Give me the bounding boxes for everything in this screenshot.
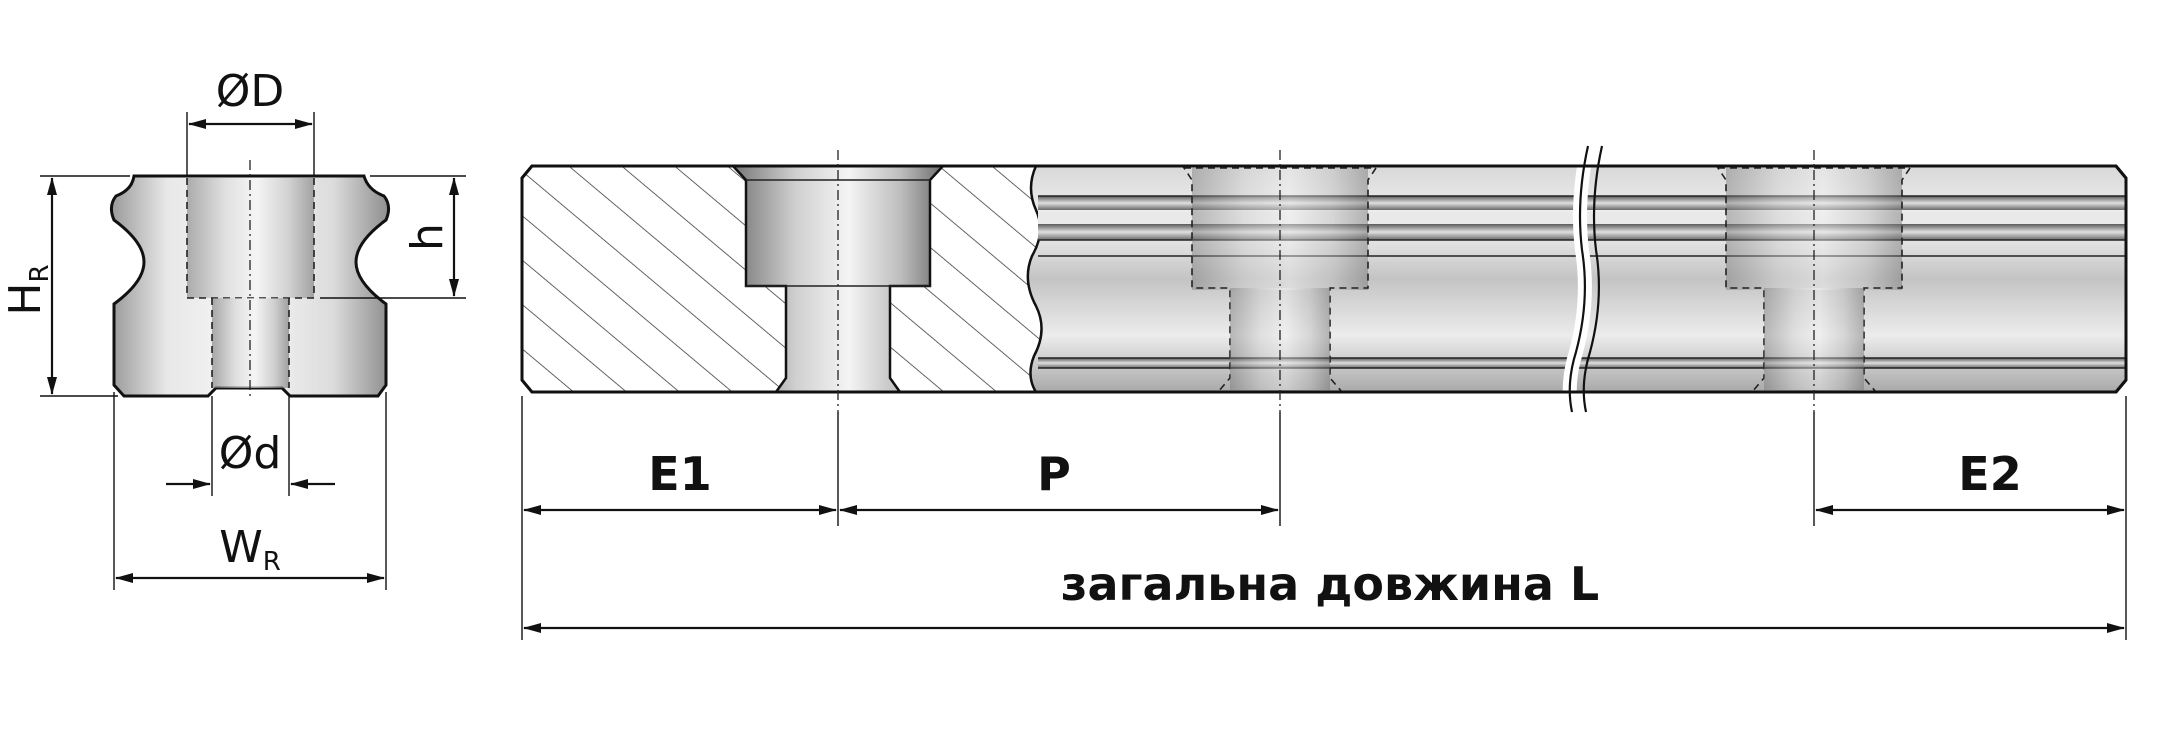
- rail-height-label: HR: [0, 264, 55, 315]
- pitch-label: P: [1037, 447, 1071, 501]
- rail-height-subscript: R: [25, 264, 55, 282]
- bore-large-diameter-label: ØD: [216, 66, 285, 117]
- break-symbol: [1562, 144, 1604, 414]
- total-length-label: загальна довжина L: [1061, 557, 1599, 611]
- rail-width-main: W: [219, 522, 263, 573]
- rail-cross-section: ØD Ød HR h WR: [0, 66, 466, 590]
- bore-depth-label: h: [402, 223, 453, 251]
- rail-width-label: WR: [219, 522, 281, 577]
- rail-width-subscript: R: [263, 547, 281, 577]
- rail-height-main: H: [0, 282, 51, 315]
- end-distance-2-label: E2: [1958, 447, 2021, 501]
- length-dimensions: E1 P E2 загальна довжина L: [521, 396, 2127, 640]
- rail-side-view: [520, 144, 2128, 414]
- counterbore: [187, 178, 314, 298]
- end-distance-1-label: E1: [648, 447, 711, 501]
- hidden-counterbore-2: [1182, 167, 1378, 393]
- bore-small-diameter-label: Ød: [219, 428, 282, 479]
